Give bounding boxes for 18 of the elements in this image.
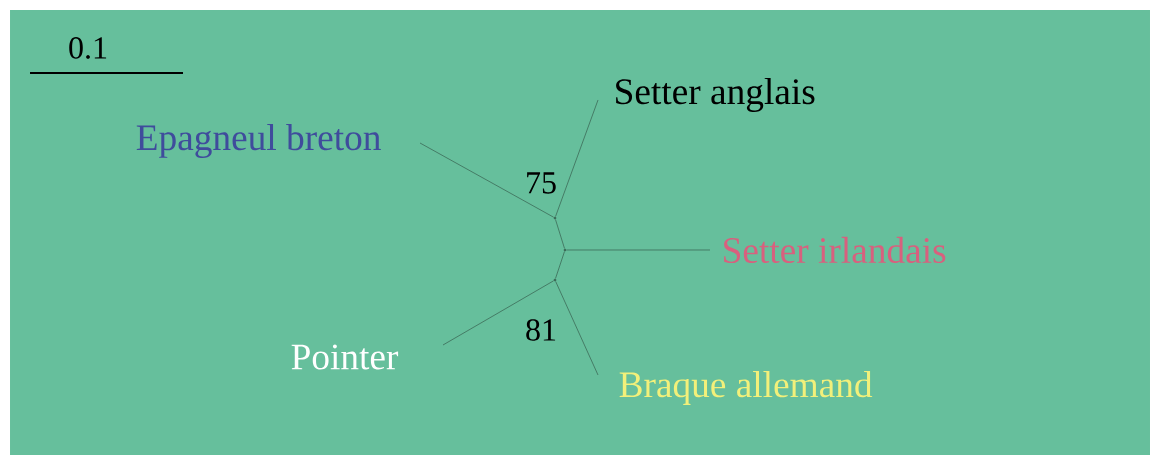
branch-point [563, 248, 567, 252]
bootstrap-value: 81 [526, 319, 556, 341]
tree-branch [555, 281, 599, 376]
branch-point [553, 216, 557, 220]
tree-branch [419, 142, 554, 218]
scale-label: 0.1 [69, 37, 107, 59]
tree-branch [442, 280, 554, 346]
branch-point [553, 278, 557, 282]
tree-branch [555, 251, 565, 279]
bootstrap-value: 75 [527, 172, 556, 194]
leaf-label: Epagneul breton [136, 124, 381, 158]
tree-branch [566, 249, 711, 251]
leaf-label: Braque allemand [619, 371, 873, 405]
leaf-label: Setter irlandais [724, 236, 946, 264]
tree-branch [555, 219, 565, 249]
tree-branch [555, 99, 599, 217]
leaf-label: Setter anglais [616, 78, 815, 112]
leaf-label: Pointer [291, 344, 399, 370]
